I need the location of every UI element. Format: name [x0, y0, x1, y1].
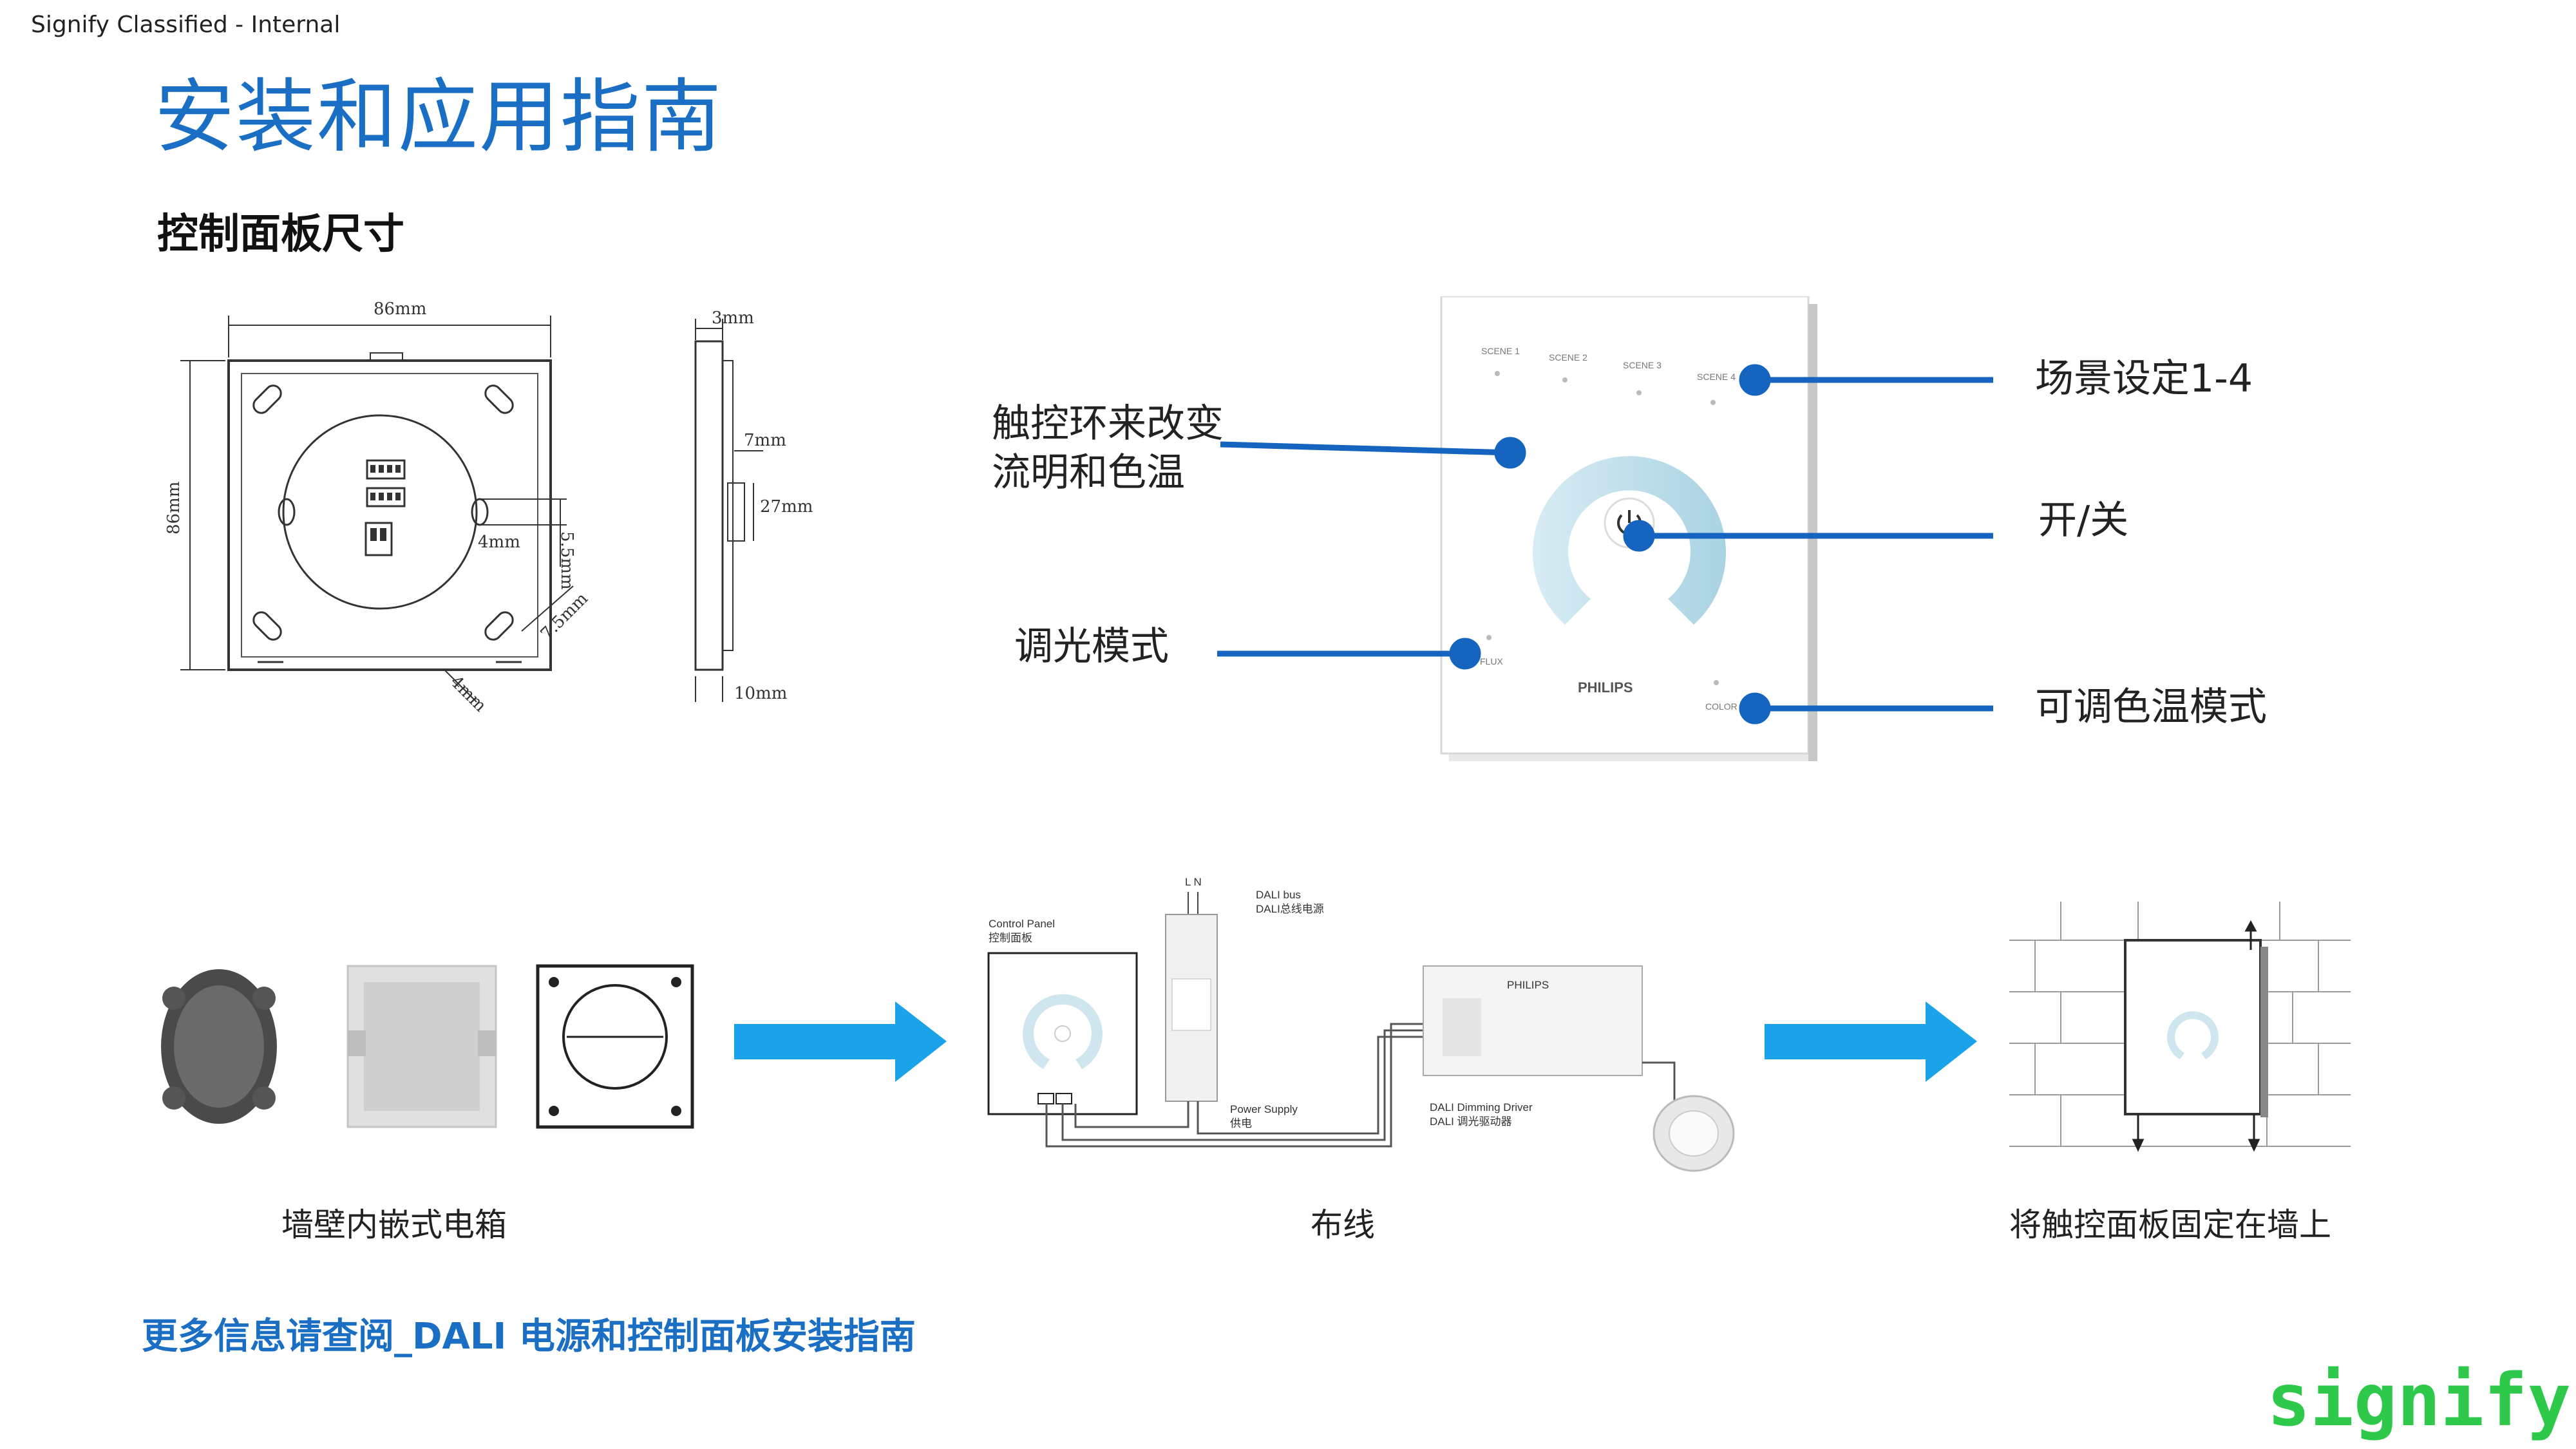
wall-mount-image [2009, 902, 2351, 1152]
scene-setting-callout: 场景设定1-4 [2035, 356, 2253, 401]
dimming-mode-callout: 调光模式 [1014, 624, 1169, 669]
dimming-callout-dot [1449, 638, 1481, 670]
scene-4-dot[interactable] [1710, 400, 1716, 405]
driver-label-cn: DALI 调光驱动器 [1430, 1115, 1512, 1128]
cct-callout-dot [1739, 692, 1771, 724]
scene-callout-dot [1739, 364, 1771, 396]
ring-callout-line1: 触控环来改变 [992, 401, 1224, 446]
ln-label: L N [1185, 876, 1202, 888]
wiring-caption: 布线 [1311, 1206, 1375, 1244]
hole-width-dimension: 4mm [478, 533, 520, 552]
thickness-dimension: 3mm [712, 308, 754, 328]
dali-bus-label-en: DALI bus [1256, 889, 1301, 901]
ring-callout: 触控环来改变 流明和色温 [992, 399, 1224, 497]
onoff-callout-dot [1623, 520, 1655, 552]
wallbox-images [161, 964, 694, 1129]
mounted-panel [2124, 939, 2262, 1115]
ring-callout-line2: 流明和色温 [992, 450, 1185, 495]
more-info-link[interactable]: 更多信息请查阅_DALI 电源和控制面板安装指南 [142, 1316, 916, 1358]
classification-label: Signify Classified - Internal [31, 12, 341, 38]
wallbox-caption: 墙壁内嵌式电箱 [281, 1206, 507, 1244]
hole-height-dimension: 5.5mm [557, 531, 576, 590]
dimension-drawing: 86mm 86mm 5.5mm 4mm 7.5mm 4mm 3mm 7mm 27… [164, 299, 813, 716]
offset-dimension: 7mm [744, 431, 786, 450]
driver-brand: PHILIPS [1507, 979, 1549, 991]
ring-callout-dot [1494, 437, 1526, 469]
touch-ring[interactable] [1533, 456, 1726, 625]
panel-brand: PHILIPS [1578, 679, 1633, 696]
scene-2-label: SCENE 2 [1549, 352, 1587, 363]
flux-label: FLUX [1480, 656, 1503, 667]
scene-3-label: SCENE 3 [1623, 360, 1662, 370]
width-dimension: 86mm [374, 299, 426, 319]
height-dimension: 86mm [164, 482, 184, 535]
page-title: 安装和应用指南 [155, 71, 723, 164]
arrow-right-icon [734, 1001, 947, 1082]
section-title: 控制面板尺寸 [157, 211, 404, 258]
on-off-callout: 开/关 [2038, 498, 2129, 543]
cct-mode-callout: 可调色温模式 [2035, 685, 2267, 730]
dali-bus-label-cn: DALI总线电源 [1256, 903, 1324, 915]
back-plate [536, 964, 694, 1129]
control-panel-label-cn: 控制面板 [989, 932, 1032, 944]
driver-label-en: DALI Dimming Driver [1430, 1101, 1533, 1113]
control-panel-label-en: Control Panel [989, 918, 1055, 930]
scene-4-label: SCENE 4 [1697, 372, 1736, 382]
power-supply-label-en: Power Supply [1230, 1103, 1298, 1115]
signify-logo: signify [2267, 1359, 2571, 1443]
scene-2-dot[interactable] [1562, 377, 1567, 383]
depth-dimension: 27mm [760, 497, 813, 516]
scene-3-dot[interactable] [1636, 390, 1642, 395]
power-supply-label-cn: 供电 [1230, 1117, 1252, 1130]
scene-1-label: SCENE 1 [1481, 346, 1520, 356]
color-label: COLOR [1705, 701, 1738, 712]
arrow-right-icon [1765, 1001, 1977, 1082]
mount-caption: 将触控面板固定在墙上 [2009, 1206, 2331, 1244]
box-depth-dimension: 10mm [734, 684, 787, 703]
scene-1-dot[interactable] [1495, 371, 1500, 376]
wiring-diagram: Control Panel 控制面板 L N DALI bus DALI总线电源… [987, 876, 1735, 1172]
